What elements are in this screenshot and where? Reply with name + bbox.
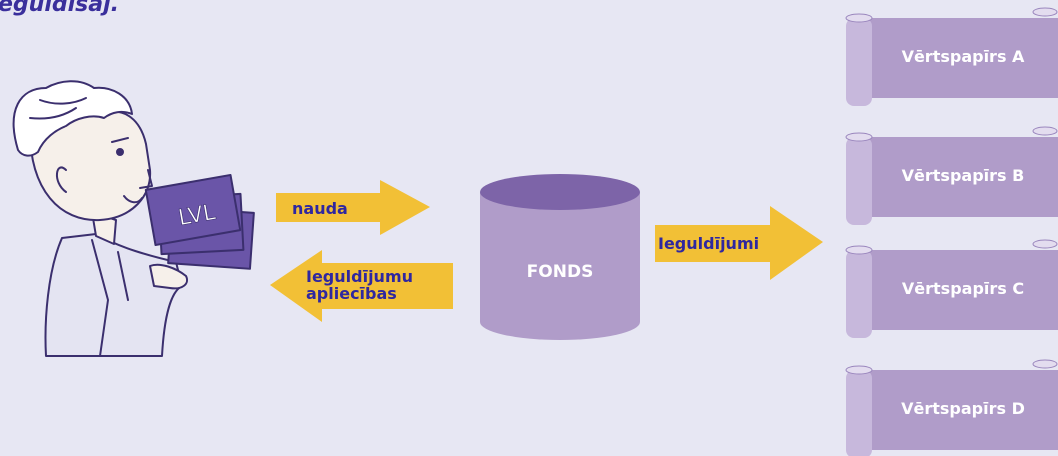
security-scroll-b xyxy=(845,126,1058,225)
arrow-certificates xyxy=(270,250,453,322)
security-scroll-d xyxy=(845,359,1058,456)
fund-label: FONDS xyxy=(526,262,594,282)
investor-figure xyxy=(12,80,255,357)
fund-cylinder xyxy=(480,174,640,340)
arrow-investments-label: Ieguldījumi xyxy=(658,234,760,253)
arrow-money-label: nauda xyxy=(292,199,348,218)
security-label-b: Vērtspapīrs B xyxy=(901,166,1025,185)
security-label-a: Vērtspapīrs A xyxy=(901,47,1025,66)
security-label-d: Vērtspapīrs D xyxy=(901,399,1025,418)
diagram-title: eguldīšaj. xyxy=(0,0,119,17)
banknotes xyxy=(144,173,255,270)
investor-hair xyxy=(12,80,133,157)
arrow-investments xyxy=(655,206,823,280)
security-label-c: Vērtspapīrs C xyxy=(901,279,1025,298)
security-scroll-a xyxy=(845,7,1058,106)
arrow-certificates-label-line2: apliecības xyxy=(306,284,397,303)
arrow-certificates-label-line1: Ieguldījumu xyxy=(306,267,414,286)
arrow-money xyxy=(276,180,430,235)
investor-body xyxy=(44,233,183,357)
investor-hand xyxy=(149,263,188,290)
security-scroll-c xyxy=(845,239,1058,338)
